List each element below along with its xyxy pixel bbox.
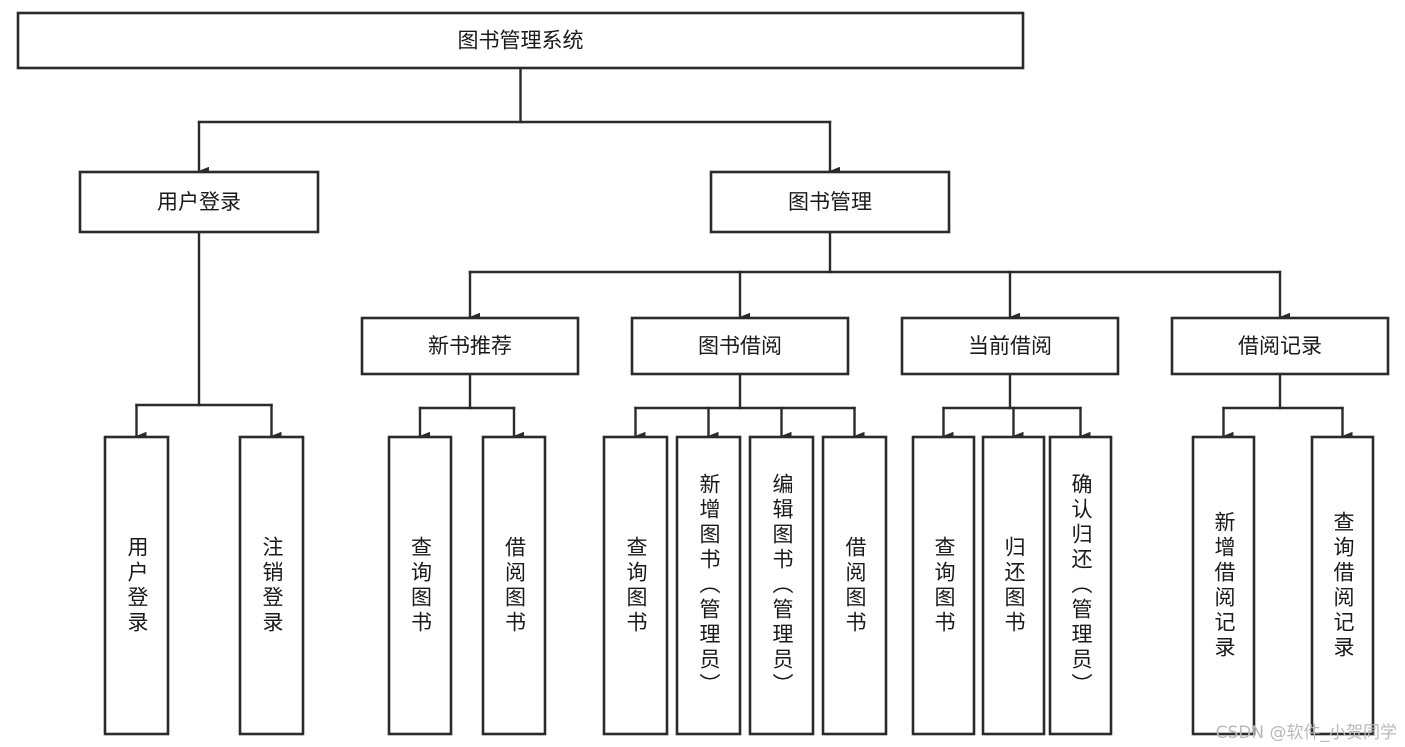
- node-box-leaf-record-add[interactable]: [1191, 435, 1256, 736]
- node-box-leaf-borrow-query-book[interactable]: [602, 435, 669, 736]
- node-label-book-manage: 图书管理: [788, 190, 872, 214]
- node-box-book-borrow[interactable]: [630, 316, 850, 376]
- node-box-leaf-current-return-book[interactable]: [981, 435, 1046, 736]
- node-box-leaf-record-query[interactable]: [1310, 435, 1375, 736]
- connector-lines: [135, 66, 1353, 441]
- node-box-leaf-borrow-add-book[interactable]: [675, 435, 742, 736]
- node-box-leaf-user-logout[interactable]: [238, 435, 305, 736]
- node-box-leaf-borrow-edit-book[interactable]: [748, 435, 815, 736]
- node-box-leaf-current-confirm-return[interactable]: [1048, 435, 1113, 736]
- node-label-user-login: 用户登录: [157, 190, 241, 214]
- node-box-current-borrow[interactable]: [900, 316, 1120, 376]
- node-label-book-borrow: 图书借阅: [698, 334, 782, 358]
- node-box-leaf-current-query-book[interactable]: [911, 435, 976, 736]
- node-label-root: 图书管理系统: [458, 29, 584, 53]
- node-box-root[interactable]: [16, 11, 1025, 70]
- node-box-leaf-borrow-borrow-book[interactable]: [821, 435, 888, 736]
- node-box-book-manage[interactable]: [709, 170, 951, 234]
- node-box-user-login[interactable]: [78, 170, 320, 234]
- csdn-watermark: CSDN @软件_小贺同学: [1215, 723, 1397, 743]
- node-label-new-book-rec: 新书推荐: [428, 334, 512, 358]
- node-boxes: [16, 11, 1390, 736]
- node-box-borrow-record[interactable]: [1170, 316, 1390, 376]
- node-box-leaf-rec-query-book[interactable]: [387, 435, 453, 736]
- node-label-borrow-record: 借阅记录: [1238, 334, 1322, 358]
- node-box-leaf-rec-borrow-book[interactable]: [481, 435, 547, 736]
- node-box-new-book-rec[interactable]: [360, 316, 580, 376]
- node-box-leaf-user-login[interactable]: [103, 435, 170, 736]
- node-label-current-borrow: 当前借阅: [968, 334, 1052, 358]
